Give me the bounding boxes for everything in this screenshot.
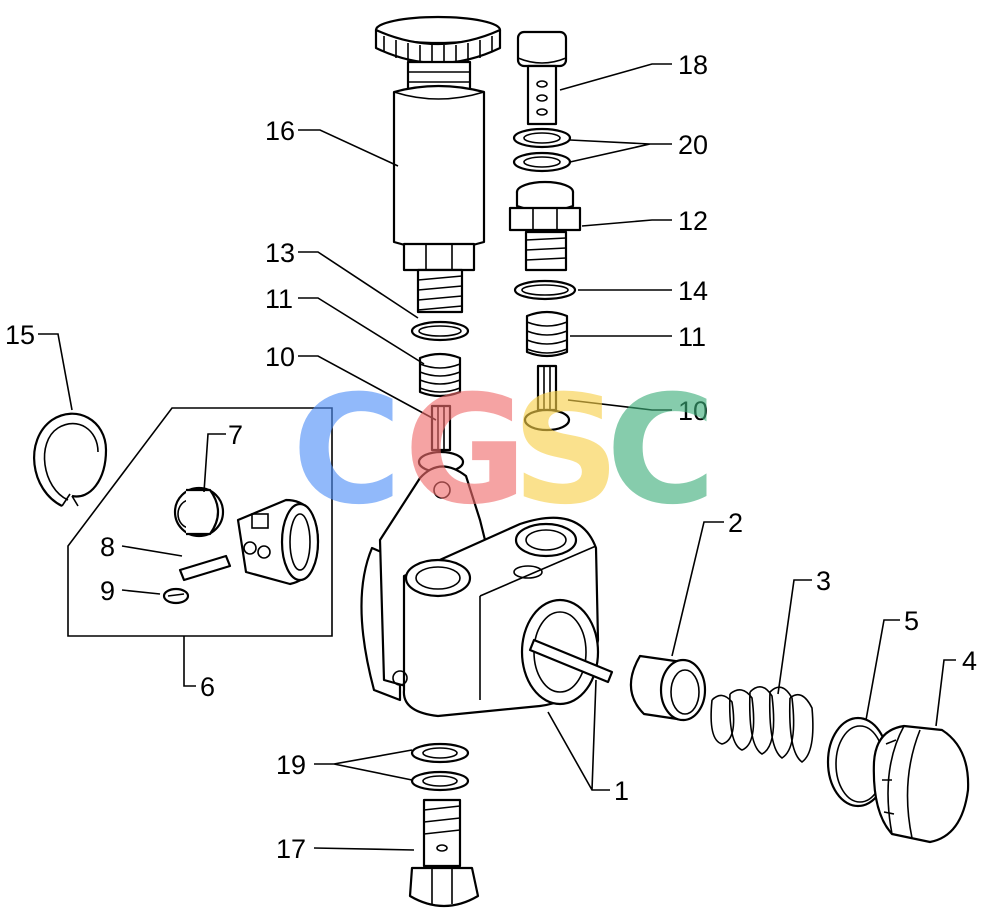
watermark-letter-c1: C xyxy=(292,364,402,538)
callout-4: 4 xyxy=(962,646,977,676)
part-6-kit-box xyxy=(67,407,333,637)
callout-1: 1 xyxy=(614,776,629,806)
callout-8: 8 xyxy=(100,532,115,562)
part-17-banjo-bolt xyxy=(408,798,480,907)
callout-14: 14 xyxy=(678,276,708,306)
callout-9: 9 xyxy=(100,576,115,606)
part-14-seal-ring xyxy=(513,279,577,301)
part-20-washers xyxy=(512,127,572,173)
watermark-letter-s: S xyxy=(512,364,620,538)
callout-7: 7 xyxy=(228,420,243,450)
watermark-logo: C G S C xyxy=(292,364,716,538)
callout-16: 16 xyxy=(265,116,295,146)
part-4-plug xyxy=(872,724,970,844)
callout-13: 13 xyxy=(265,238,295,268)
part-16-hand-primer xyxy=(374,15,502,314)
part-7-roller xyxy=(173,486,225,538)
part-12-union-fitting xyxy=(508,180,582,272)
part-18-banjo-bolt xyxy=(516,30,568,126)
part-13-seal-ring xyxy=(410,320,470,342)
leader-lines xyxy=(38,63,956,851)
callout-labels: 16 13 11 10 15 7 8 9 6 19 17 18 20 12 14… xyxy=(5,50,977,864)
part-3-spring xyxy=(710,686,814,763)
part-2-sleeve xyxy=(629,654,707,722)
callout-6: 6 xyxy=(200,672,215,702)
callout-3: 3 xyxy=(816,566,831,596)
part-10-valve-right xyxy=(523,364,571,432)
part-9-screw xyxy=(162,587,190,605)
callout-5: 5 xyxy=(904,606,919,636)
callout-15: 15 xyxy=(5,320,35,350)
callout-17: 17 xyxy=(276,834,306,864)
callout-19: 19 xyxy=(276,750,306,780)
callout-11-right: 11 xyxy=(678,322,706,352)
part-11-spring-right xyxy=(525,310,569,358)
part-1-pump-housing xyxy=(360,465,614,718)
callout-20: 20 xyxy=(678,130,708,160)
callout-2: 2 xyxy=(728,508,743,538)
watermark-letter-c2: C xyxy=(606,364,716,538)
part-15-snap-ring xyxy=(33,412,108,507)
callout-11-left: 11 xyxy=(265,284,293,314)
callout-18: 18 xyxy=(678,50,708,80)
callout-10-right: 10 xyxy=(678,396,708,426)
part-8-pin xyxy=(178,554,232,582)
watermark-letter-g: G xyxy=(404,364,527,538)
part-11-spring-left xyxy=(418,352,462,398)
callout-12: 12 xyxy=(678,206,708,236)
callout-10-left: 10 xyxy=(265,342,295,372)
part-19-washers xyxy=(410,742,470,792)
part-6-tappet-body xyxy=(236,498,320,586)
